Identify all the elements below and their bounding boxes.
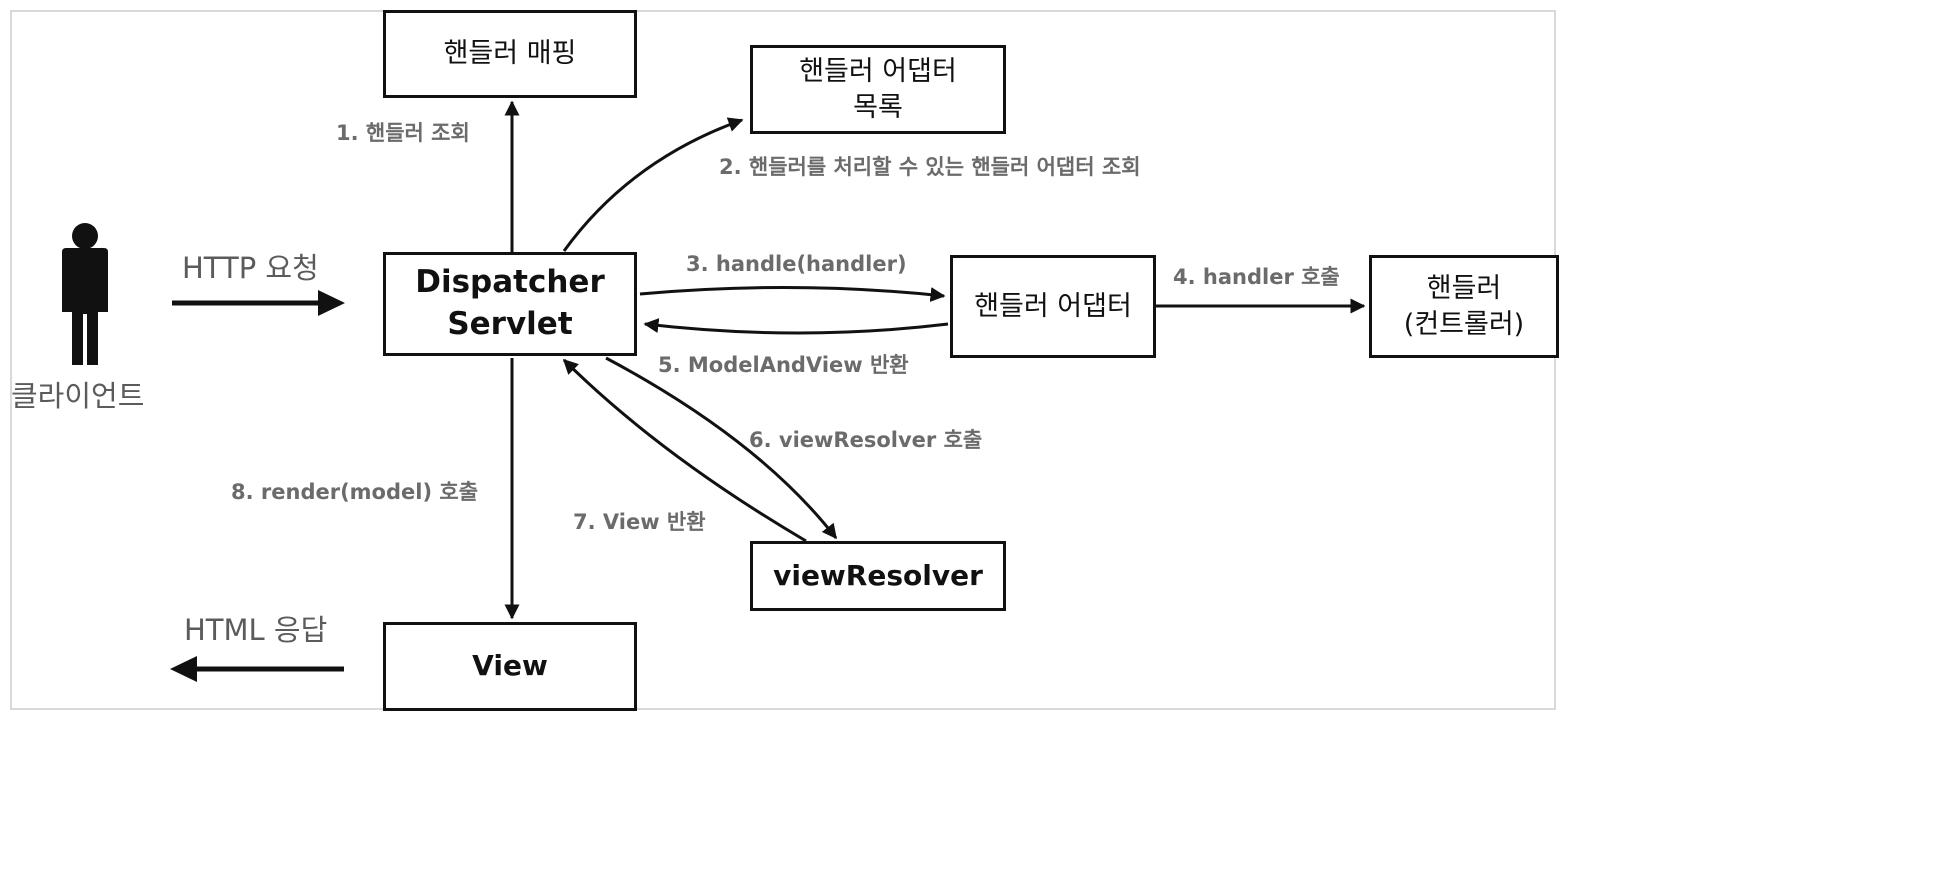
dispatcher-servlet-box: Dispatcher Servlet xyxy=(383,252,637,356)
arrow-view-return xyxy=(562,358,807,543)
step8-label: 8. render(model) 호출 xyxy=(231,480,479,504)
arrow-view-resolver-call xyxy=(605,356,838,540)
step1-label: 1. 핸들러 조회 xyxy=(336,121,470,145)
arrow-handler-adapter-list xyxy=(562,117,744,252)
arrow-handle-handler xyxy=(639,285,946,303)
handler-adapter-list-box: 핸들러 어댑터 목록 xyxy=(750,45,1006,134)
diagram-connectors xyxy=(62,100,1366,682)
handler-controller-box: 핸들러 (컨트롤러) xyxy=(1369,255,1559,358)
diagram-frame xyxy=(10,10,1556,710)
http-request-arrowhead xyxy=(318,290,345,316)
handler-adapter-box: 핸들러 어댑터 xyxy=(950,255,1156,358)
client-person-icon xyxy=(62,223,108,365)
view-resolver-box: viewResolver xyxy=(750,541,1006,611)
step7-label: 7. View 반환 xyxy=(573,510,706,534)
html-response-arrowhead xyxy=(170,656,197,682)
step5-label: 5. ModelAndView 반환 xyxy=(658,353,909,377)
view-box: View xyxy=(383,622,637,711)
html-response-label: HTML 응답 xyxy=(184,613,328,647)
client-label: 클라이언트 xyxy=(11,379,145,413)
handler-mapping-box: 핸들러 매핑 xyxy=(383,10,637,98)
arrow-model-and-view xyxy=(643,318,949,335)
step3-label: 3. handle(handler) xyxy=(686,252,907,276)
step4-label: 4. handler 호출 xyxy=(1173,265,1340,289)
http-request-label: HTTP 요청 xyxy=(182,251,319,285)
step2-label: 2. 핸들러를 처리할 수 있는 핸들러 어댑터 조회 xyxy=(719,155,1141,179)
step6-label: 6. viewResolver 호출 xyxy=(749,428,983,452)
